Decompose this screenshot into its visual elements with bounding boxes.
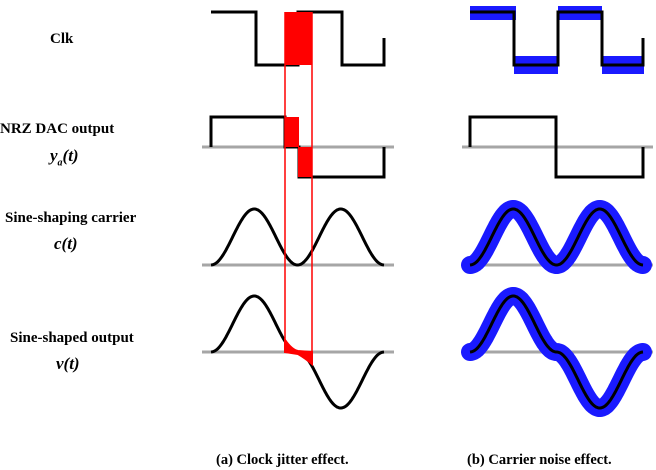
nrz-symbol: ya(t) [50, 146, 79, 168]
carrier-wave-b [469, 207, 644, 267]
nrz-jitter-a1 [285, 117, 299, 147]
caption-a: (a) Clock jitter effect. [216, 452, 349, 468]
output-jitter-a [284, 336, 313, 367]
clk-wave-b [470, 10, 645, 67]
clk-jitter-a1 [285, 12, 299, 65]
nrz-label: NRZ DAC output [0, 121, 115, 137]
nrz-symbol-main: y [50, 146, 58, 165]
carrier-symbol: c(t) [54, 234, 78, 253]
carrier-wave-a [210, 207, 385, 267]
carrier-label: Sine-shaping carrier [5, 210, 137, 226]
clk-noise-b [470, 6, 644, 74]
nrz-jitter-a2 [298, 147, 312, 177]
output-label: Sine-shaped output [10, 330, 134, 346]
output-wave-b [469, 294, 644, 410]
nrz-wave-b [468, 115, 645, 179]
nrz-symbol-arg: (t) [62, 146, 79, 165]
nrz-symbol-sub: a [57, 157, 63, 169]
carrier-noise-b [461, 200, 652, 274]
clk-label: Clk [50, 31, 74, 47]
clk-jitter-a2 [298, 12, 312, 65]
caption-b: (b) Carrier noise effect. [467, 452, 612, 468]
output-symbol: v(t) [56, 354, 80, 373]
